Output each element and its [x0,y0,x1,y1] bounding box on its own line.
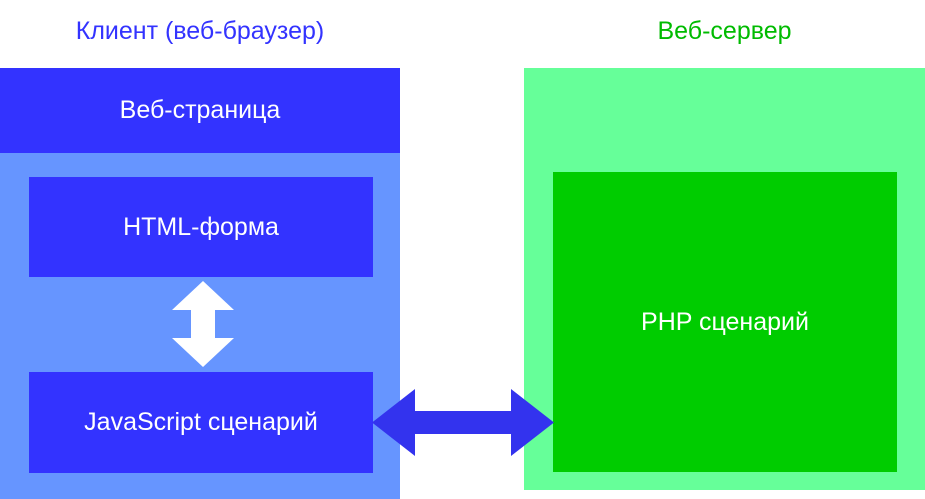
html-form-block: HTML-форма [29,177,373,277]
js-script-block: JavaScript сценарий [29,372,373,473]
server-column-title: Веб-сервер [657,17,792,45]
webpage-label: Веб-страница [119,96,281,124]
server-panel: PHP сценарий [524,68,925,490]
client-column-title: Клиент (веб-браузер) [75,17,325,45]
webpage-block: Веб-страница [0,68,400,153]
js-script-label: JavaScript сценарий [84,408,318,436]
client-panel: Веб-страница HTML-форма JavaScript сцена… [0,68,400,499]
horizontal-double-arrow-icon [372,389,554,456]
php-script-label: PHP сценарий [641,307,809,336]
php-script-block: PHP сценарий [553,172,897,472]
html-form-label: HTML-форма [123,212,279,241]
vertical-double-arrow-icon [172,281,234,367]
